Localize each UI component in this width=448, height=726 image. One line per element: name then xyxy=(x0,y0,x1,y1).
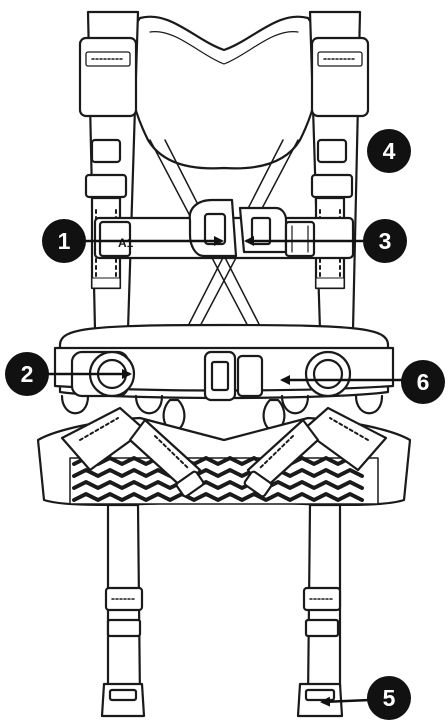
callout-3: 3 xyxy=(363,219,407,263)
svg-text:5: 5 xyxy=(383,685,396,711)
harness-drawing xyxy=(36,10,412,718)
callout-6: 6 xyxy=(401,360,445,404)
waist-belt-buckle-right xyxy=(236,354,264,398)
callout-1: 1 xyxy=(42,219,86,263)
callout-arrows xyxy=(48,236,404,707)
svg-text:4: 4 xyxy=(383,138,396,164)
svg-text:2: 2 xyxy=(21,361,34,387)
svg-text:3: 3 xyxy=(379,228,392,254)
callout-arrow-5 xyxy=(320,696,371,707)
svg-text:6: 6 xyxy=(417,369,430,395)
callout-2: 2 xyxy=(5,352,49,396)
seat-pad xyxy=(69,456,379,505)
callout-5: 5 xyxy=(367,676,411,720)
svg-text:1: 1 xyxy=(58,228,71,254)
chest-strap-tag: A1 xyxy=(118,236,134,250)
callout-4: 4 xyxy=(367,129,411,173)
back-pad xyxy=(127,15,321,170)
